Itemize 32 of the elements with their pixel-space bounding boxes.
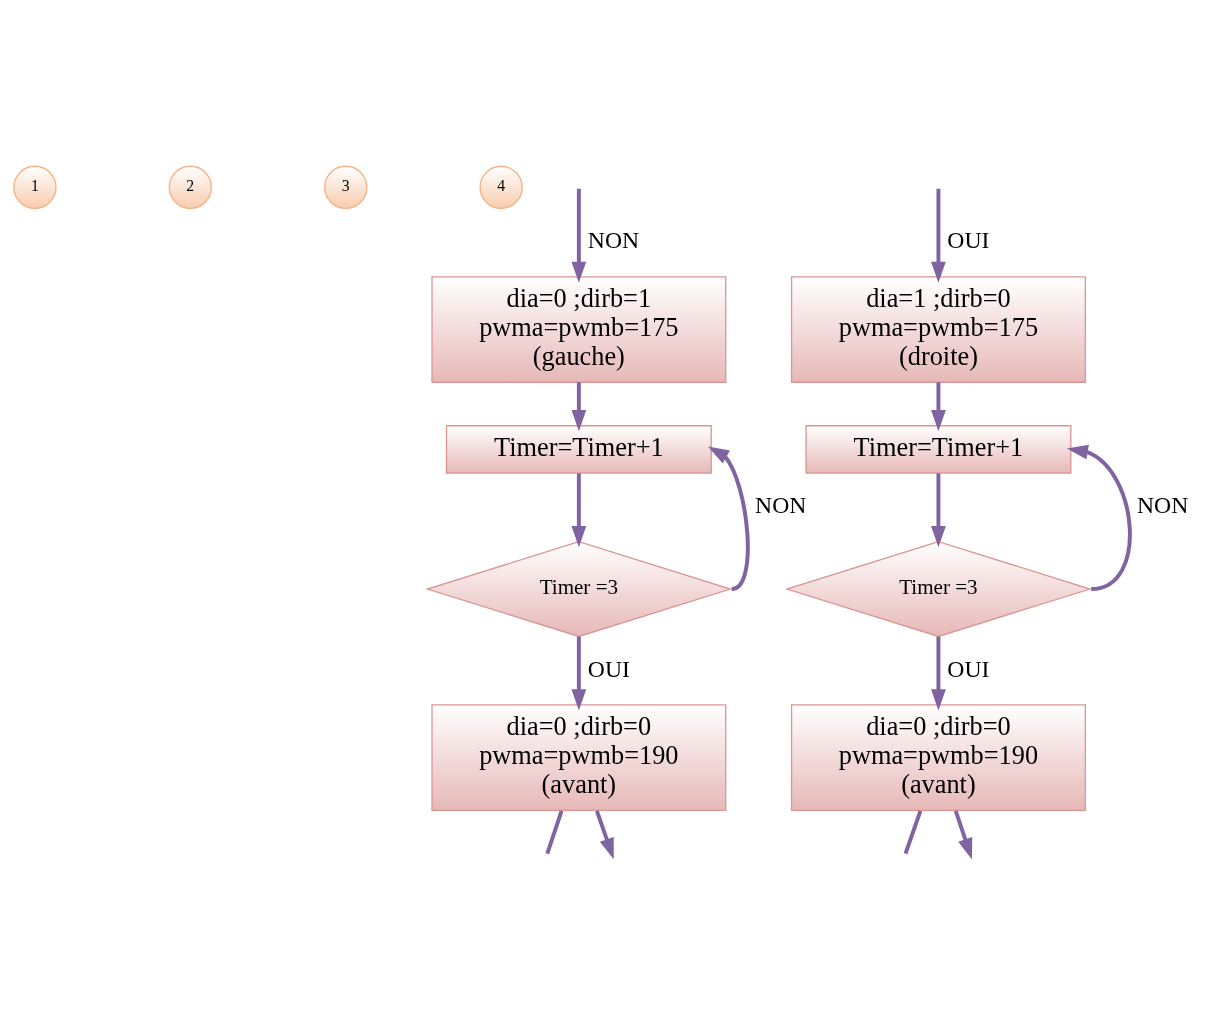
arrow [595,810,614,860]
node-box: Timer=Timer+1 [445,425,712,474]
node-box: Timer=Timer+1 [805,425,1072,474]
connector [545,810,564,855]
arrow [1066,444,1132,591]
node-box: dia=0 ;dirb=0 pwma=pwmb=190 (avant) [790,704,1086,811]
arrow [931,636,946,711]
node-box: dia=1 ;dirb=0 pwma=pwmb=175 (droite) [790,276,1086,383]
arrow [571,188,587,283]
edge-label: NON [587,227,640,254]
node-circle: 2 [168,165,213,210]
edge-label: NON [1137,492,1189,519]
node-circle: 3 [324,165,368,210]
edge-label: NON [755,492,807,519]
connector [903,810,923,855]
arrow [931,382,946,432]
node-box: dia=0 ;dirb=1 pwma=pwmb=175 (gauche) [431,276,727,383]
edge-label: OUI [587,655,630,682]
node-diamond: Timer =3 [784,540,1093,638]
node-circle: 1 [13,165,57,210]
edge-label: OUI [947,227,990,254]
arrow [571,382,587,432]
arrow [571,636,587,711]
node-box: dia=0 ;dirb=0 pwma=pwmb=190 (avant) [431,704,727,811]
arrow [931,473,946,548]
edge-label: OUI [947,655,990,682]
arrow [931,188,946,283]
arrow [953,810,973,860]
arrow [708,446,750,591]
node-diamond: Timer =3 [425,540,733,638]
arrow [571,473,587,548]
node-circle: 4 [479,165,523,210]
